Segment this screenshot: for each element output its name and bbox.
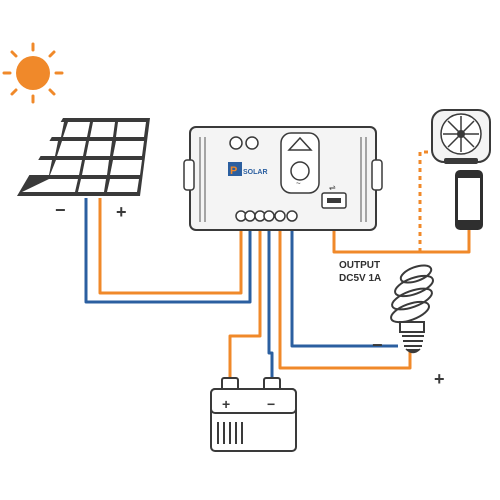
- bulb-plus-label: +: [434, 369, 445, 389]
- solar-minus-label: −: [55, 200, 66, 220]
- battery-pos-wire: [228, 228, 262, 388]
- phone-icon: [455, 170, 483, 230]
- brand-text: SOLAR: [243, 169, 268, 176]
- terminal-5: [274, 210, 286, 222]
- battery-vents: [217, 422, 243, 444]
- controller-ribs: [199, 137, 367, 222]
- usb-port: [321, 192, 347, 209]
- usb-port-slot: [327, 198, 341, 203]
- output-label-line1: OUTPUT: [339, 260, 380, 271]
- terminal-4: [263, 210, 275, 222]
- solar-panel-cells: [21, 122, 146, 192]
- terminal-6: [286, 210, 298, 222]
- fan-hub: [457, 130, 465, 138]
- brand-logo-mark: [228, 162, 242, 176]
- brand-logo: P SOLAR: [228, 162, 268, 177]
- solar-panel-icon: − +: [17, 118, 150, 222]
- battery-plus-label: +: [222, 396, 230, 412]
- controller-left-tab: [183, 159, 195, 191]
- battery-minus-label: −: [267, 396, 275, 412]
- output-label-line2: DC5V 1A: [339, 273, 381, 284]
- battery-top-strip: [210, 388, 297, 414]
- brand-logo-letter: P: [230, 165, 237, 177]
- solar-panel-frame: [17, 118, 150, 196]
- sun-disc: [16, 56, 50, 90]
- terminal-2: [244, 210, 256, 222]
- terminal-block: [235, 210, 298, 222]
- controller-display-glyph: ~: [296, 179, 301, 188]
- fan-icon: [431, 109, 491, 164]
- controller-indicator-1: [229, 136, 243, 150]
- battery-neg-wire: [267, 228, 274, 388]
- phone-screen: [458, 178, 480, 220]
- controller-button: [290, 161, 310, 181]
- usb-icon: ⇌: [329, 183, 336, 192]
- load-pos-wire: [278, 228, 412, 370]
- usb-fan-wire: [418, 150, 432, 252]
- bulb-icon: − +: [372, 264, 445, 389]
- solar-pos-wire: [98, 198, 243, 295]
- bulb-spiral: [390, 264, 434, 324]
- fan-base: [444, 158, 478, 164]
- sun-rays: [2, 42, 64, 104]
- solar-plus-label: +: [116, 202, 127, 222]
- sun-icon: [2, 42, 64, 104]
- bulb-tip: [405, 348, 421, 354]
- controller-status-icon: [287, 136, 313, 151]
- bulb-screw: [402, 335, 424, 347]
- bulb-base: [399, 321, 425, 333]
- controller-right-tab: [371, 159, 383, 191]
- bulb-minus-label: −: [372, 335, 383, 355]
- controller-indicator-2: [245, 136, 259, 150]
- solar-neg-wire: [84, 198, 252, 304]
- wires: [84, 150, 471, 388]
- charge-controller: ~ P SOLAR ⇌: [183, 126, 383, 231]
- usb-phone-wire: [332, 212, 471, 254]
- battery-icon: + −: [210, 377, 297, 452]
- load-neg-wire: [290, 228, 398, 348]
